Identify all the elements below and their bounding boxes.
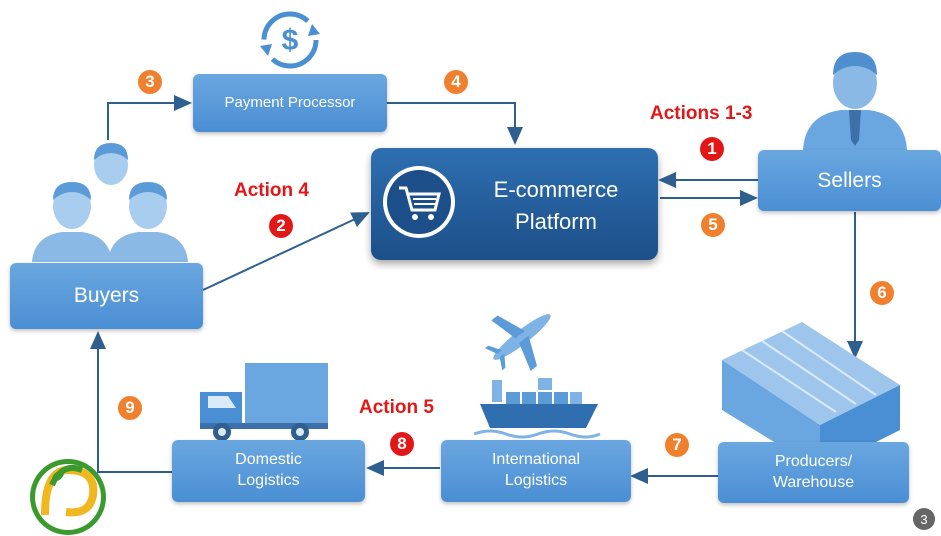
- producers-label-line2: Warehouse: [772, 473, 855, 491]
- action-5-label: Action 5: [359, 397, 434, 418]
- producers-label-line1: Producers/: [774, 452, 853, 470]
- actions-1-3-label: Actions 1-3: [650, 103, 753, 124]
- step-5-badge: 5: [701, 213, 725, 237]
- arrow-domestic-to-buyers: [90, 331, 172, 473]
- payment-processor-label: Payment Processor: [224, 94, 356, 112]
- buyers-box: Buyers: [10, 263, 203, 329]
- arrow-payment-to-platform: [387, 102, 523, 145]
- sellers-box: Sellers: [758, 150, 941, 211]
- step-6-badge: 6: [870, 281, 894, 305]
- step-1-badge: 1: [700, 137, 724, 161]
- step-3-badge: 3: [138, 70, 162, 94]
- step-8-badge: 8: [390, 432, 414, 456]
- platform-label-line1: E-commerce: [493, 177, 619, 202]
- arrow-buyers-to-payment: [107, 95, 192, 140]
- page-number-badge: 3: [913, 508, 935, 530]
- payment-processor-box: Payment Processor: [193, 74, 387, 132]
- cart-icon: [383, 166, 455, 238]
- buyers-label: Buyers: [73, 284, 140, 308]
- domestic-label-line2: Logistics: [237, 472, 300, 489]
- step-2-badge: 2: [269, 214, 293, 238]
- sellers-label: Sellers: [817, 168, 882, 192]
- international-label-line2: Logistics: [504, 472, 568, 489]
- producers-warehouse-box: Producers/ Warehouse: [718, 442, 909, 503]
- step-7-badge: 7: [665, 433, 689, 457]
- svg-text:$: $: [282, 24, 299, 57]
- domestic-label-line1: Domestic: [235, 451, 302, 469]
- action-4-label: Action 4: [234, 180, 309, 201]
- platform-label-line2: Platform: [515, 208, 597, 234]
- step-4-badge: 4: [444, 70, 468, 94]
- international-logistics-box: International Logistics: [441, 440, 631, 502]
- arrow-buyers-to-platform: [202, 212, 370, 291]
- ecommerce-platform-box: E-commerce Platform: [371, 148, 658, 260]
- step-9-badge: 9: [118, 396, 142, 420]
- domestic-logistics-box: Domestic Logistics: [172, 440, 365, 502]
- international-label-line1: International: [491, 451, 581, 469]
